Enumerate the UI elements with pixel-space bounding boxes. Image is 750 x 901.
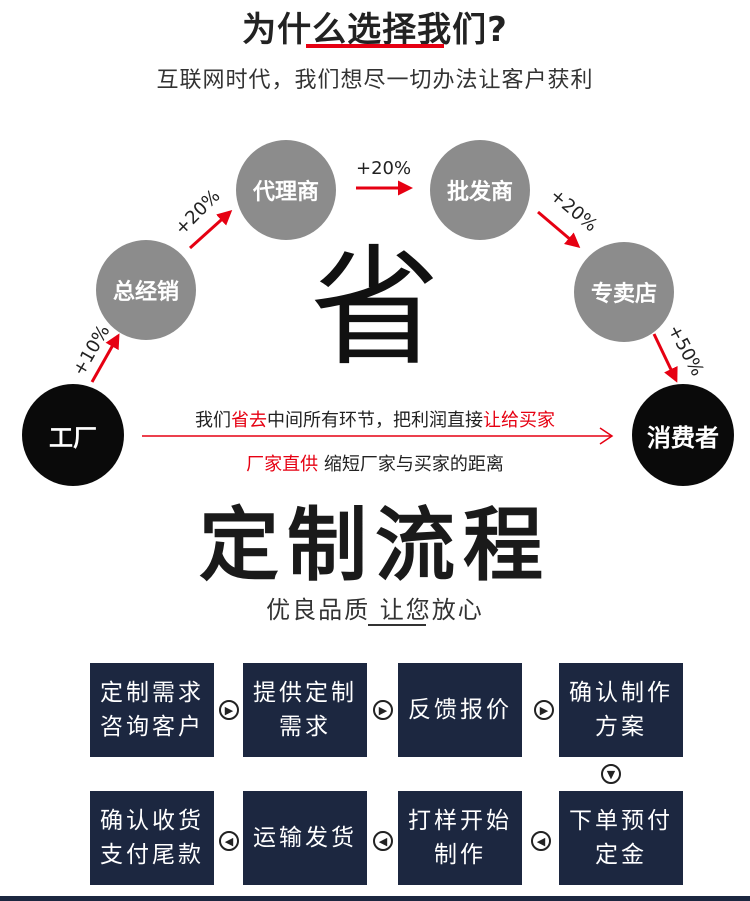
chevron-left-icon: ◀ [373,831,393,851]
step-box: 确认制作方案 [559,663,683,757]
step-box: 反馈报价 [398,663,522,757]
distributor-circle: 总经销 [96,240,196,340]
direct-line-2: 厂家直供 缩短厂家与买家的距离 [0,450,750,476]
pct-label: +20% [356,158,412,179]
wholesaler-circle: 批发商 [430,140,530,240]
chevron-left-icon: ◀ [219,831,239,851]
highlight-text: 省去 [231,410,267,431]
step-box: 确认收货支付尾款 [90,791,214,885]
consumer-circle: 消费者 [632,384,734,486]
step-box: 打样开始制作 [398,791,522,885]
chain-arrows [90,180,678,445]
chevron-right-icon: ▶ [219,700,239,720]
text: 缩短厂家与买家的距离 [318,454,504,475]
page-subtitle: 互联网时代，我们想尽一切办法让客户获利 [156,68,594,93]
step-box: 运输发货 [243,791,367,885]
factory-circle: 工厂 [22,384,124,486]
save-character: 省 [309,232,440,384]
step-box: 定制需求咨询客户 [90,663,214,757]
highlight-text: 让给买家 [483,410,555,431]
page-title: 为什么选择我们? [242,10,508,50]
process-subtitle-underline [368,624,426,626]
arrow-factory-distributor [90,333,120,383]
process-subtitle: 优良品质 让您放心 [266,596,484,624]
text: 我们 [195,410,231,431]
chevron-left-icon: ◀ [531,831,551,851]
step-box: 下单预付定金 [559,791,683,885]
chevron-down-icon: ▼ [601,764,621,784]
step-box: 提供定制需求 [243,663,367,757]
arrow-factory-consumer-head [599,427,614,445]
agent-circle: 代理商 [236,140,336,240]
text: 中间所有环节，把利润直接 [267,410,483,431]
chevron-right-icon: ▶ [534,700,554,720]
arrow-wholesaler-store [537,210,581,248]
highlight-text: 厂家直供 [246,454,319,475]
process-title: 定制流程 [199,499,551,592]
title-underline [306,44,444,48]
store-circle: 专卖店 [574,242,674,342]
chevron-right-icon: ▶ [373,700,393,720]
bottom-bar [0,896,750,901]
arrow-store-consumer [652,333,678,383]
arrow-distributor-agent [188,209,233,250]
direct-line-1: 我们省去中间所有环节，把利润直接让给买家 [0,406,750,432]
